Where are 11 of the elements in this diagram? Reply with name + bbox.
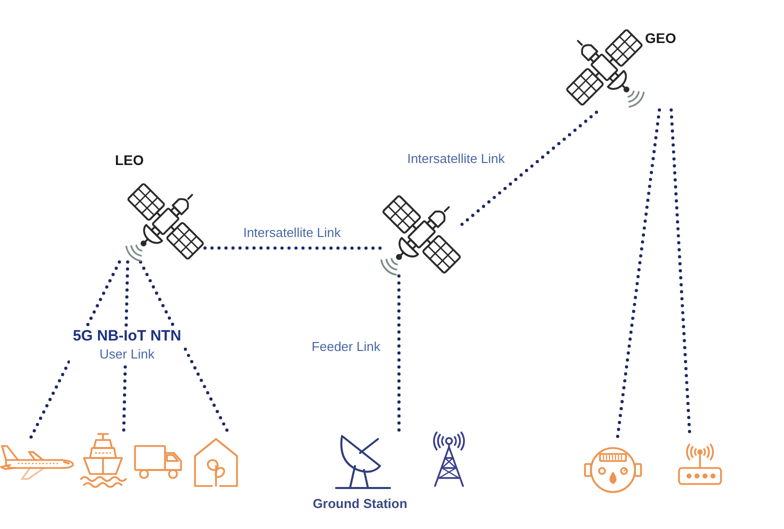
ship-icon <box>80 432 126 488</box>
link-line <box>203 246 382 250</box>
greenhouse-icon <box>192 436 240 488</box>
link-line <box>460 108 601 226</box>
satellite-icon <box>380 194 462 276</box>
truck-icon <box>134 443 182 481</box>
node-label: GEO <box>645 30 676 47</box>
link-line <box>397 274 401 432</box>
node-label: Ground Station <box>312 496 408 512</box>
edge-label: 5G NB-IoT NTN User Link <box>70 326 184 364</box>
node-label: LEO <box>115 152 144 169</box>
